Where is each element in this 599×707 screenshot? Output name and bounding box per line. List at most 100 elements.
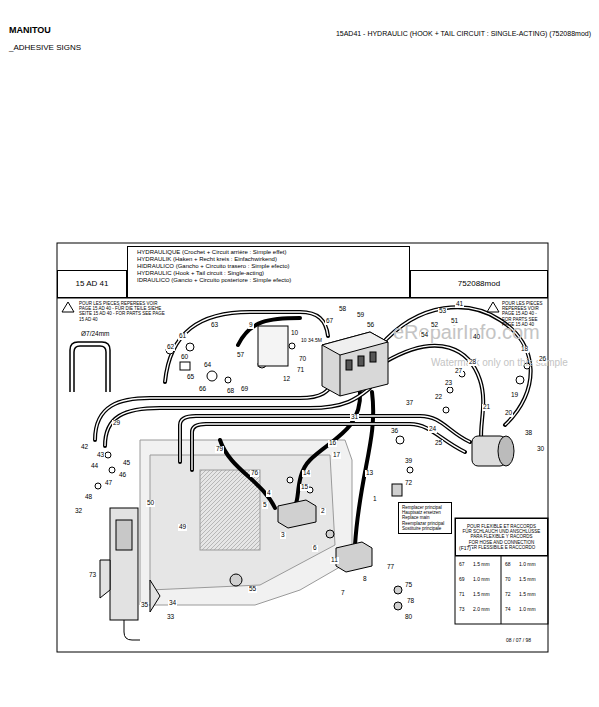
callout-number: 53 [438,308,447,315]
callout-number: 59 [356,312,365,319]
callout-number: 26 [538,356,547,363]
callout-number: 60 [180,354,189,361]
dimension: 1.0 mm [472,577,491,582]
callout-number: 22 [434,394,443,401]
frame [57,243,548,652]
callout-number: 41 [455,301,464,308]
node-text: IDRAULICO (Gancio + Circuito posteriore … [137,277,406,284]
callout-number: 33 [166,614,175,621]
callout-number: 14 [302,470,311,477]
callout-number: 37 [405,400,414,407]
callout-number: 16 [328,440,337,447]
callout-number: 18 [520,346,529,353]
callout-number: 76 [250,470,259,477]
callout-number: 49 [178,524,187,531]
callout-number: 62 [166,344,175,351]
node-text: Sostituire principale [402,526,448,531]
callout-number: 50 [146,500,155,507]
callout-number: 45 [122,460,131,467]
dimension: Ø7/24mm [80,331,111,338]
callout-number: 72 [404,480,413,487]
callout-number: 75 [404,582,413,589]
callout-number: 28 [468,359,477,366]
callout-number: 80 [404,614,413,621]
callout-number: 42 [80,444,89,451]
callout-number: 11 [330,557,339,564]
callout-number: 2 [320,508,326,515]
callout-number: 56 [366,322,375,329]
callout-number: 54 [420,332,429,339]
callout-number: 43 [96,452,105,459]
callout-number: 12 [282,376,291,383]
callout-number: 67 [325,318,334,325]
text-label: MANITOU [8,26,52,35]
callout-number: 20 [504,410,513,417]
note-box: Remplacer principalHauptsatz ersetzenRep… [398,502,452,534]
title-box: HYDRAULIQUE (Crochet + Circuit arrière :… [127,246,410,298]
callout-number: 24 [428,426,437,433]
callout-number: 70 [298,356,307,363]
callout-number: 78 [406,598,415,605]
ref-box: 752088mod [410,270,548,298]
callout-number: 55 [248,586,257,593]
text-label: 10 34.5M [300,338,323,343]
watermark: eRepairInfo.com [392,322,541,342]
node-text: HYDRAULIK (Haken + Recht kreis : Einfach… [137,256,406,263]
callout-number: 44 [90,463,99,470]
callout-number: 10 [290,330,299,337]
callout-number: 6 [312,545,318,552]
node-text: 15 AD 41 [61,279,123,288]
callout-number: 74 [504,607,512,612]
callout-number: 1 [372,496,378,503]
callout-number: 71 [296,367,305,374]
node-text: HIDRAULICO (Gancho + Circuito trasero : … [137,263,406,270]
dimension: 1.0 mm [518,562,537,567]
callout-number: 29 [112,420,121,427]
control-valves [230,484,402,610]
callout-number: 8 [362,576,368,583]
callout-number: 3 [280,532,286,539]
node-text: Replace main [402,515,448,520]
node-text: Remplacer principal [402,505,448,510]
callout-number: 46 [118,472,127,479]
tow-hook [100,508,160,640]
callout-number: 27 [454,368,463,375]
ref-box: 15 AD 41 [57,270,127,298]
node-text: POUR FLEXIBLE ET RACCORDS [459,524,544,529]
callout-number: 67 [458,562,466,567]
node-text: Hauptsatz ersetzen [402,510,448,515]
hose-table [455,518,548,624]
callout-number: 66 [198,386,207,393]
callout-number: 23 [444,380,453,387]
callout-number: 52 [430,322,439,329]
node-text: HYDRAULIQUE (Crochet + Circuit arrière :… [137,249,406,256]
watermark: Watermark only on this sample [430,358,569,368]
callout-number: 69 [458,577,466,582]
dimension: 1.5 mm [472,562,491,567]
pump [472,436,514,466]
callout-number: 15 [300,484,309,491]
callout-number: 4 [266,490,272,497]
callout-number: 61 [178,333,187,340]
callout-number: 21 [482,404,491,411]
callout-number: 79 [215,446,224,453]
callout-number: 9 [248,322,254,329]
node-text: FOR HOSE AND CONNECTION [459,540,544,545]
callout-number: 65 [186,374,195,381]
node-text: PARA FLEXIBLE Y RACORDS [459,534,544,539]
callout-number: 68 [226,388,235,395]
callout-number: 39 [404,458,413,465]
chassis [140,440,352,605]
callout-number: 72 [504,592,512,597]
text-label: 08 / 07 / 98 [505,638,532,643]
callout-number: 73 [458,607,466,612]
bracket [70,342,110,392]
dimension: 1.5 mm [518,577,537,582]
node-text: HYDRAULIC (Hook + Tail circuit : Single-… [137,270,406,277]
node-text: FÜR SCHLAUCH UND ANSCHLÜSSE [459,529,544,534]
hoses [95,307,531,545]
node-text: 752088mod [414,279,544,288]
callout-number: 35 [140,602,149,609]
callout-number: 36 [390,428,399,435]
